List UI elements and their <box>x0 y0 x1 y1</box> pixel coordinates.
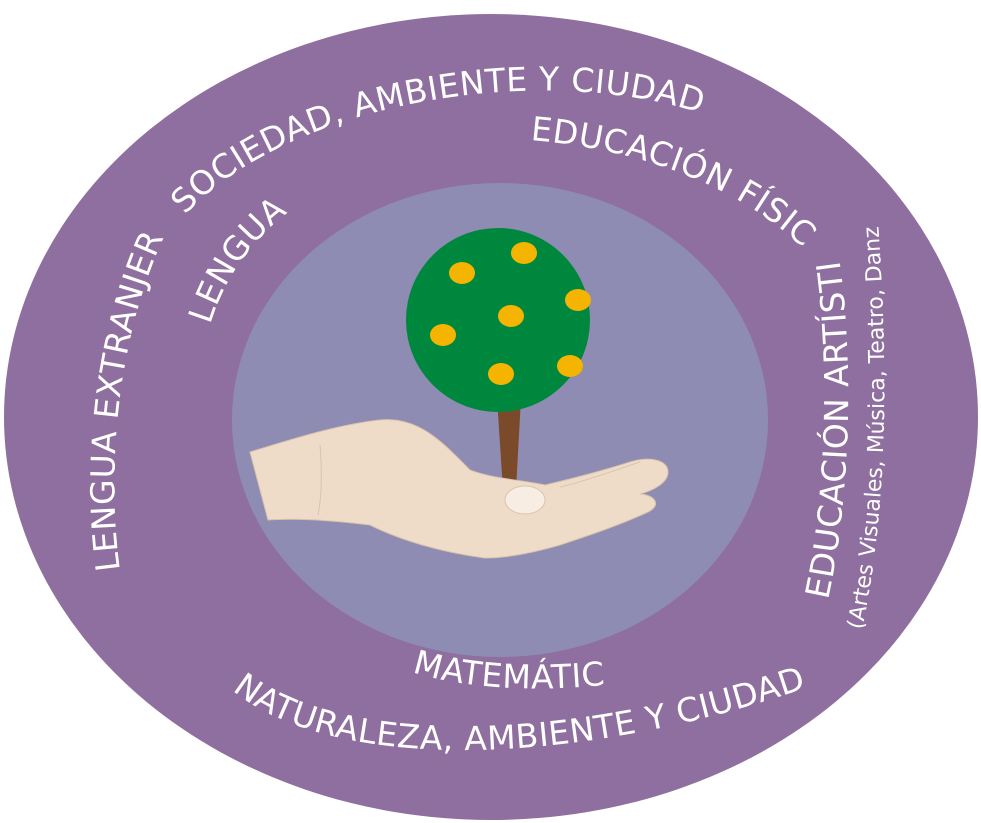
fruit <box>565 289 591 311</box>
fruit <box>430 324 456 346</box>
fruit <box>511 242 537 264</box>
hand <box>249 419 669 559</box>
fruit <box>449 262 475 284</box>
hand-fold-line <box>317 444 322 516</box>
hand-fold-line <box>559 461 641 488</box>
fruit <box>498 305 524 327</box>
open-hand-icon <box>249 419 669 559</box>
fruit <box>488 363 514 385</box>
thumb <box>504 485 546 515</box>
fruit <box>557 355 583 377</box>
tree-icon <box>406 228 591 490</box>
tree-trunk <box>497 398 521 490</box>
